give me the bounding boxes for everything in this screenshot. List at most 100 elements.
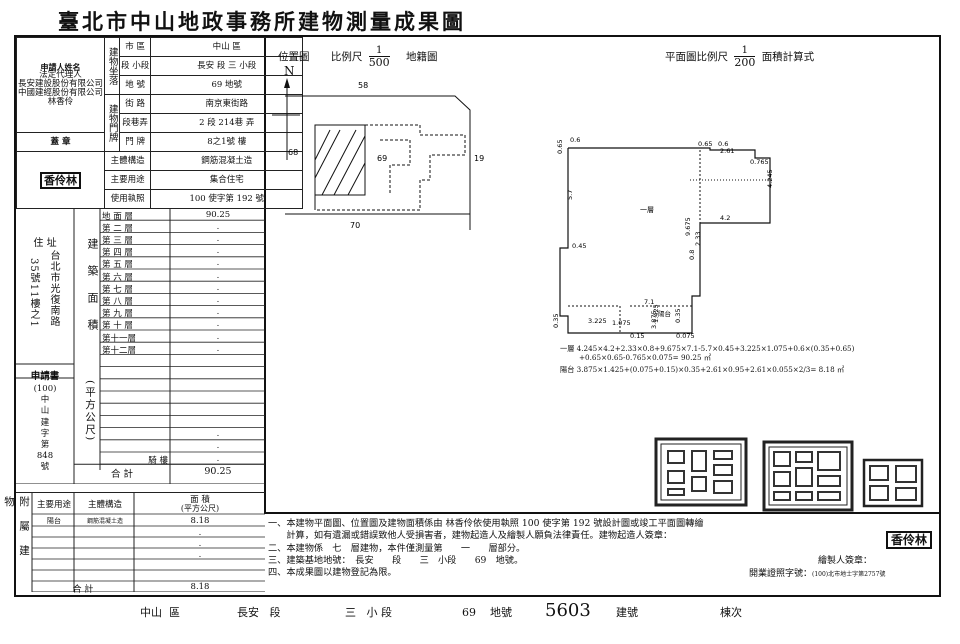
floor-area-value: . [216,319,220,330]
floor-plan-dimension: 5.7 [566,190,574,200]
location-map: 58 68 19 70 69 [272,78,484,230]
street-label: 街 路 [119,94,152,114]
area-calc-line-1: 一層 4.245×4.2+2.33×0.8+9.675×7.1-5.7×0.45… [560,344,855,353]
floor-plan-scale-den: 200 [734,56,756,69]
total-label: 合 計 [110,469,134,481]
floor-plan-dimension: 7.1 [644,298,654,306]
location-scale-num: 1 [368,46,390,57]
floor-area-value: . [216,246,220,257]
floor-area-value: . [216,221,220,232]
location-map-label: 位置圖 [278,51,310,63]
footer-section-suffix: 段 [269,606,281,619]
floor-name: 第 九 層 [102,309,133,320]
floor-plan-dimension: 0.8 [688,250,696,260]
footer-subsection-suffix: 小 段 [366,606,393,619]
address-line-2: 35號11樓之1 [28,258,39,328]
address-line-1: 台北市光復南路 [48,250,59,327]
floor-plan-dimension: 1.425 [652,304,660,323]
footer-district: 中山 區 [140,604,180,620]
floor-plan-dimension: 0.65 [698,140,712,148]
annex-area: . [198,527,202,538]
floor-area-value: . [216,294,220,305]
floor-name: 第 十 層 [102,321,133,332]
document-frame [14,35,941,597]
permit-label: 使用執照 [104,189,152,209]
application-label: 申請書 [30,371,60,382]
unit-label: (平方公尺) [84,380,96,443]
floor-name: 第 六 層 [102,272,133,283]
footer-district-suffix: 區 [169,606,180,619]
annex-area: . [198,549,202,560]
drawer-signature-label: 繪製人簽章： [818,556,873,566]
annex-header-use: 主要用途 [36,500,71,510]
floor-area-value: . [216,307,220,318]
floor-area-label: 建築面積 [86,238,99,346]
annex-header-area: 面 積 [190,495,210,505]
license-number: (100)北市地士字第2757號 [812,571,886,578]
building-address-label: 建物門牌 [104,94,121,152]
address-text: 台北市光復南路 35號11樓之1 [18,250,72,360]
applicant-line: 林香伶 [47,97,74,107]
note-line: 計算，如有遺漏或錯誤致他人受損害者，建物起造人及繪製人願負法律責任。建物起造人簽… [268,530,673,542]
official-seal-stamp-2 [762,440,854,512]
application-line: 字 [40,428,50,439]
location-scale-den: 500 [368,56,390,69]
footer-lot-suffix: 地號 [490,606,512,619]
note-line: 三、建築基地地號： 長安 段 三 小段 69 地號。 [268,554,524,566]
footer-unit-suffix: 棟次 [720,606,742,619]
annex-header-unit: (平方公尺) [180,504,220,513]
floor-name: 第十一層 [102,333,137,344]
floor-plan-dimension: 2.33 [694,232,702,246]
license-label: 開業證照字號：(100)北市地士字第2757號 [749,566,885,579]
map-dim-70: 70 [350,221,360,230]
annex-structure: 鋼筋混凝土造 [86,517,123,525]
annex-use: 陽台 [47,516,61,525]
north-label: N [284,64,295,78]
annex-area: . [198,538,202,549]
location-scale-label: 比例尺 [330,51,363,63]
annex-grid [16,492,265,592]
annex-area: 8.18 [190,515,210,526]
floor-area-value: . [216,429,220,440]
floor-plan-dimension: 0.15 [630,332,644,340]
surveyor-seal-stamp [862,458,924,508]
room-label: 一層 [640,206,654,214]
horizontal-divider [264,512,939,514]
floor-grid [16,208,265,484]
floor-plan-dimension: 0.65 [556,140,564,154]
floor-plan-dimension: 3.875 [650,310,658,329]
floor-name: 第十二層 [102,345,137,356]
application-line: 山 [40,406,50,417]
floor-name: 第 二 層 [102,223,133,234]
document-title: 臺北市中山地政事務所建物測量成果圖 [58,9,466,34]
floor-name: 第 三 層 [102,235,133,246]
floor-area-value: . [216,441,220,452]
floor-name: 第 四 層 [102,248,133,259]
signature-seal-stamp: 香伶林 [886,531,933,549]
footer-building-no: 5603 [545,600,591,621]
floor-plan-dimension: 3.225 [588,317,607,325]
floor-plan-dimension: 0.765 [750,158,769,166]
annex-total-label: 合 計 [72,585,94,595]
note-line: 四、本成果圖以建物登記為限。 [268,567,397,579]
applicant-name-cell: 申請人姓名 法定代理人長安建設股份有限公司中國建經股份有限公司林香伶 [15,37,106,133]
floor-area-value: 90.25 [205,209,231,220]
map-dim-58: 58 [358,81,368,90]
footer-subsection: 三 小 段 [345,604,392,620]
total-value: 90.25 [204,466,232,478]
applicant-line: 長安建設股份有限公司 [18,79,104,89]
usage-label: 主要用途 [104,170,152,190]
area-calc-line-2: +0.65×0.65-0.765×0.075= 90.25 ㎡ [579,353,712,362]
applicant-lines: 法定代理人長安建設股份有限公司中國建經股份有限公司林香伶 [18,71,103,107]
seal-label-cell: 蓋 章 [15,132,106,152]
cadastral-label: 地籍圖 [406,51,438,63]
lane-label: 段巷弄 [119,113,152,133]
floor-name: 地 面 層 [102,211,133,222]
annex-label: 附屬建物 [3,496,30,570]
application-line: 號 [40,462,50,473]
